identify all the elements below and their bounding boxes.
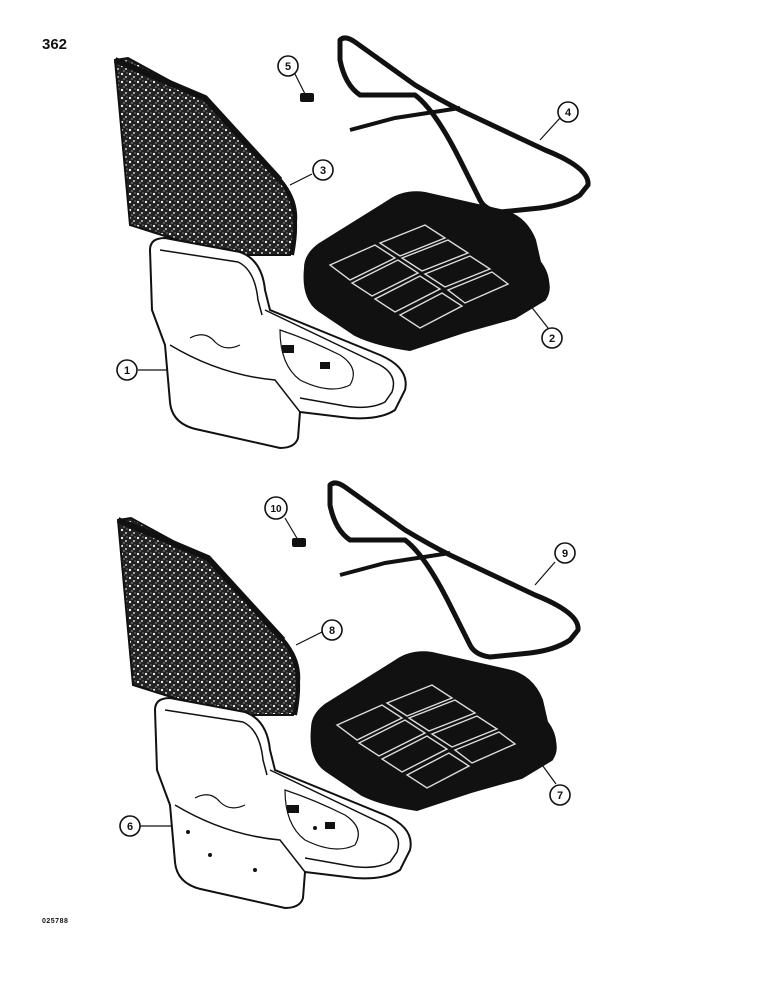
callout-5: 5	[277, 55, 299, 77]
callout-label: 8	[329, 625, 335, 637]
callout-3: 3	[312, 159, 334, 181]
callout-label: 3	[320, 165, 326, 177]
page-number: 362	[42, 36, 68, 53]
callout-7: 7	[549, 784, 571, 806]
callout-label: 7	[557, 790, 563, 802]
callout-1: 1	[116, 359, 138, 381]
seat-cushion-top	[303, 191, 550, 352]
callouts	[138, 71, 561, 827]
top-assembly	[113, 35, 591, 450]
clip-bottom	[292, 538, 306, 547]
seat-back-cover-bottom	[116, 516, 301, 716]
seat-frame-bottom	[153, 696, 412, 910]
callout-label: 6	[127, 821, 133, 833]
seat-cushion-bottom	[310, 651, 557, 812]
clip-top	[300, 93, 314, 102]
callout-label: 5	[285, 61, 291, 73]
callout-9: 9	[554, 542, 576, 564]
bottom-assembly	[116, 480, 581, 910]
callout-label: 1	[124, 365, 130, 377]
callout-2: 2	[541, 327, 563, 349]
callout-10: 10	[264, 496, 288, 520]
callout-label: 10	[270, 504, 282, 515]
callout-4: 4	[557, 101, 579, 123]
seat-back-cover-top	[113, 56, 298, 256]
seal-strip-top	[337, 35, 591, 215]
callout-label: 4	[565, 107, 572, 119]
callout-label: 2	[549, 333, 555, 345]
callout-label: 9	[562, 548, 568, 560]
seal-strip-bottom	[327, 480, 581, 660]
seat-frame-top	[148, 236, 407, 450]
callout-8: 8	[321, 619, 343, 641]
reference-code: 025788	[42, 918, 69, 925]
callout-6: 6	[119, 815, 141, 837]
